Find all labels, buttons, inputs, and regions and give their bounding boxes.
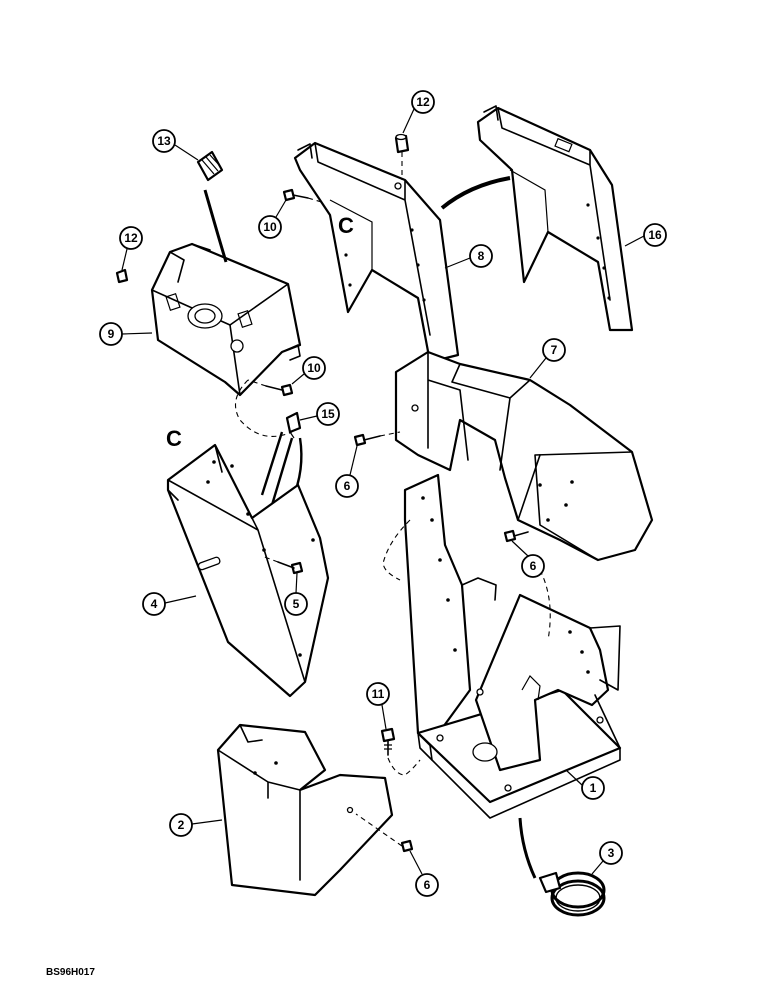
- part-16-upper-shroud: [476, 105, 634, 332]
- svg-text:12: 12: [416, 95, 430, 109]
- callout-12-left: 12: [119, 226, 143, 271]
- callout-13: 13: [152, 129, 199, 161]
- svg-text:1: 1: [590, 781, 597, 795]
- svg-text:6: 6: [344, 479, 351, 493]
- svg-text:4: 4: [151, 597, 158, 611]
- part-6-bolt-right: [503, 529, 529, 543]
- part-12-cap-left: [115, 268, 129, 284]
- callout-10-upper: 10: [258, 199, 287, 239]
- part-4-column-cover: [166, 443, 330, 698]
- part-10-bolt-upper: [282, 188, 326, 204]
- reference-mark-c-lower: C: [166, 426, 182, 451]
- part-11-bolt: [380, 727, 421, 776]
- callout-6-right: 6: [511, 540, 545, 578]
- rotation-arrow: [440, 176, 511, 210]
- reference-mark-c-upper: C: [338, 213, 354, 238]
- svg-text:12: 12: [124, 231, 138, 245]
- svg-text:15: 15: [321, 407, 335, 421]
- part-13-knob: [196, 150, 228, 263]
- svg-text:9: 9: [108, 327, 115, 341]
- callout-2: 2: [169, 813, 223, 837]
- svg-text:5: 5: [293, 597, 300, 611]
- part-12-cap-upper: [394, 133, 410, 180]
- svg-text:6: 6: [424, 878, 431, 892]
- part-10-bolt-lower: [247, 379, 294, 397]
- callout-8: 8: [444, 244, 493, 269]
- cable-harness: [234, 379, 293, 437]
- svg-text:10: 10: [307, 361, 321, 375]
- callout-10-lower: 10: [291, 356, 326, 385]
- svg-text:16: 16: [648, 228, 662, 242]
- callout-5: 5: [284, 572, 308, 616]
- callout-15: 15: [299, 402, 340, 426]
- callout-3: 3: [591, 841, 623, 875]
- svg-text:8: 8: [478, 249, 485, 263]
- callout-6-left: 6: [335, 445, 359, 498]
- svg-text:7: 7: [551, 343, 558, 357]
- part-8-upper-shroud: [293, 141, 460, 364]
- part-5-bolt: [261, 555, 304, 575]
- dashed-guide-frame: [382, 519, 411, 581]
- dashed-guide-right: [539, 569, 551, 641]
- part-1-base-stand: [403, 473, 622, 819]
- part-6-bolt-left: [353, 431, 401, 447]
- part-15-clip: [285, 411, 302, 439]
- svg-text:13: 13: [157, 134, 171, 148]
- callout-7: 7: [529, 338, 566, 379]
- part-7-frame-hood: [394, 350, 654, 562]
- svg-text:10: 10: [263, 220, 277, 234]
- part-2-lower-cover: [216, 723, 394, 897]
- drawing-code: BS96H017: [46, 967, 95, 978]
- callout-11: 11: [366, 682, 390, 730]
- svg-text:11: 11: [372, 687, 385, 701]
- part-3-clamp-band: [518, 817, 606, 917]
- callout-9: 9: [99, 322, 153, 346]
- svg-text:2: 2: [178, 818, 185, 832]
- svg-text:6: 6: [530, 559, 537, 573]
- part-9-dash-console: [150, 242, 302, 397]
- callout-6-lower: 6: [409, 850, 439, 897]
- callout-1: 1: [565, 769, 605, 800]
- part-6-bolt-lower: [355, 813, 414, 853]
- callout-4: 4: [142, 592, 197, 616]
- callout-12-upper: 12: [402, 90, 435, 134]
- callout-16: 16: [624, 223, 667, 247]
- svg-text:3: 3: [608, 846, 615, 860]
